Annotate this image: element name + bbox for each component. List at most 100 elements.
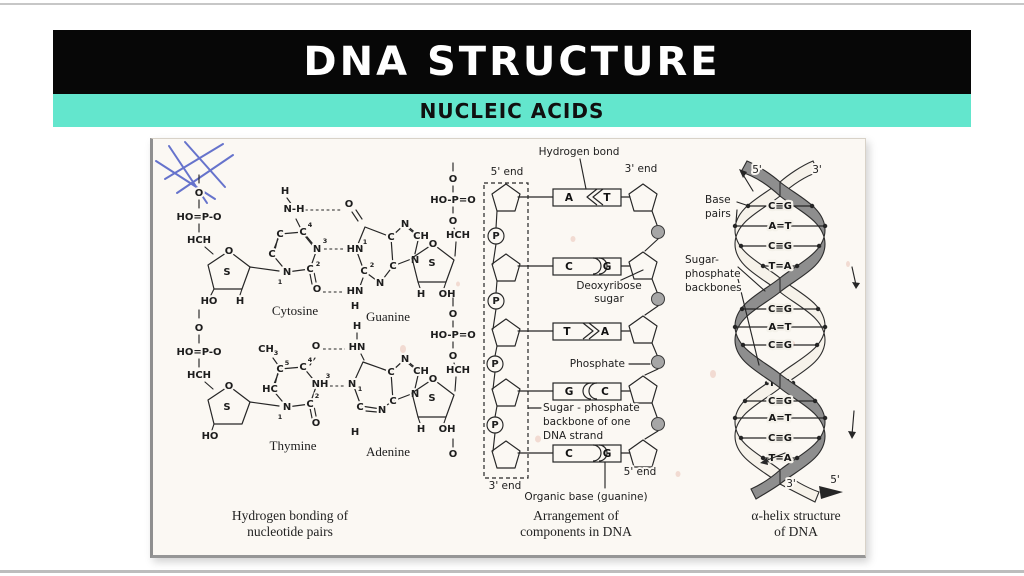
base-name: Cytosine <box>272 303 318 318</box>
ring-number: 2 <box>316 260 321 268</box>
page-title: DNA STRUCTURE <box>303 39 721 85</box>
left-strand-sugars <box>491 183 521 469</box>
atom-label: S <box>223 267 230 278</box>
annotation-pointers <box>527 158 651 489</box>
backbone-label-line1: Sugar - phosphate <box>543 402 640 414</box>
hydrogen-bond-dashes <box>323 348 345 387</box>
base-pairs-label-line2: pairs <box>705 208 731 220</box>
ring-number: 4 <box>308 356 313 364</box>
five-prime-thick-arrow <box>819 486 843 499</box>
atom-label: N <box>411 255 419 266</box>
atom-label: H <box>353 321 361 332</box>
base-name: Thymine <box>270 438 317 453</box>
amine-group: HN <box>349 342 366 353</box>
atom-label: O <box>449 174 458 185</box>
five-prime-end-label: 5' end <box>491 166 524 178</box>
ring-number: 2 <box>315 392 320 400</box>
atom-label: H <box>351 301 359 312</box>
atom-label: C <box>389 396 396 407</box>
caption-left-line1: Hydrogen bonding of <box>232 508 349 523</box>
atom-label: O <box>429 239 438 250</box>
base-pair-box <box>552 322 622 341</box>
strand-connectors <box>492 196 659 454</box>
slide-top-edge <box>0 3 1024 5</box>
base-pair-rung: C≡G <box>768 433 792 444</box>
ring-number: 2 <box>370 261 375 269</box>
backbones-label-line3: backbones <box>685 282 742 294</box>
atom-label: HC <box>262 384 278 395</box>
atom-label: CH <box>413 231 429 242</box>
atom-label: S <box>428 258 435 269</box>
phosphate-bead <box>651 417 665 431</box>
phosphate-circle <box>486 355 504 373</box>
five-prime-end-label: 5' end <box>624 466 657 478</box>
panel-helix: T=A C≡G A=T C≡G T=A C≡G A=T C≡G C≡G A=T … <box>683 160 860 539</box>
phosphate-label: Phosphate <box>570 358 625 370</box>
dna-diagram: O HO=P-O HCH O S HO H N 1 C 2 N 3 C 4 <box>155 141 860 539</box>
phosphate-letter: P <box>491 420 498 431</box>
ring-number: 3 <box>323 237 328 245</box>
backbones-label-line2: phosphate <box>685 268 741 280</box>
base-letter: C <box>601 386 609 398</box>
base-letter: G <box>603 448 612 460</box>
phosphate-group: HO=P-O <box>176 347 221 358</box>
ring-number: 1 <box>363 238 368 246</box>
guanine-ring: O HN 1 C 2 N C C N CH N HN H Guanine <box>343 197 431 324</box>
pyrimidine-ring <box>271 231 318 273</box>
atom-label: O <box>429 374 438 385</box>
base-pair-rung: A=T <box>769 413 792 424</box>
caption-right-line2: of DNA <box>774 524 818 539</box>
atom-label: C <box>299 227 306 238</box>
atom-label: O <box>449 309 458 320</box>
double-bonds <box>274 197 317 285</box>
ring-number: 1 <box>358 385 363 393</box>
atom-label: OH <box>439 289 456 300</box>
double-bonds <box>272 355 317 419</box>
atom-label: O <box>449 449 458 460</box>
atom-label: CH <box>413 366 429 377</box>
deoxyribose-ring <box>207 385 251 425</box>
atom-label: NH <box>312 379 329 390</box>
thymine-nucleotide: O HO=P-O HCH O S HO <box>174 309 280 444</box>
base-pair-rung: C≡G <box>768 396 792 407</box>
ring-number: 4 <box>308 221 313 229</box>
atom-label: S <box>223 402 230 413</box>
atom-label: HO <box>202 431 219 442</box>
cytosine-nucleotide: O HO=P-O HCH O S HO H <box>174 174 280 309</box>
right-strand-sugars <box>628 183 658 468</box>
atom-label: N <box>401 354 409 365</box>
atom-label: HCH <box>187 235 211 246</box>
atom-label: H <box>417 289 425 300</box>
base-letter: A <box>565 192 574 204</box>
phosphate-group: HO-P=O <box>430 195 475 206</box>
arrowheads <box>739 169 860 465</box>
ring-number: 3 <box>274 349 279 357</box>
three-prime-label: 3' <box>786 478 796 490</box>
base-pair-box <box>552 257 622 276</box>
atom-label: C <box>356 402 363 413</box>
textbook-scan: O HO=P-O HCH O S HO H N 1 C 2 N 3 C 4 <box>150 138 866 558</box>
panel-hydrogen-bonding: O HO=P-O HCH O S HO H N 1 C 2 N 3 C 4 <box>174 162 478 539</box>
atom-label: HCH <box>187 370 211 381</box>
phosphate-letter: P <box>492 296 499 307</box>
atom-label: HCH <box>446 230 470 241</box>
atom-label: S <box>428 393 435 404</box>
atom-label: N <box>313 244 321 255</box>
adenine-ring: H HN N 1 C N C C N CH N H Adenine <box>346 319 431 459</box>
atom-label: N <box>283 402 291 413</box>
double-bonds <box>351 209 419 290</box>
atom-label: O <box>345 199 354 210</box>
ring-number: 1 <box>278 413 283 421</box>
atom-label: N <box>378 405 386 416</box>
atom-label: N <box>348 379 356 390</box>
base-pair-rung: C≡G <box>768 304 792 315</box>
paper-speckles <box>400 236 850 477</box>
phosphate-letter: P <box>491 359 498 370</box>
phosphate-bead <box>651 292 665 306</box>
atom-label: C <box>360 266 367 277</box>
atom-label: C <box>306 399 313 410</box>
atom-label: H <box>351 427 359 438</box>
atom-label: O <box>312 341 321 352</box>
subtitle-bar: NUCLEIC ACIDS <box>53 94 971 127</box>
